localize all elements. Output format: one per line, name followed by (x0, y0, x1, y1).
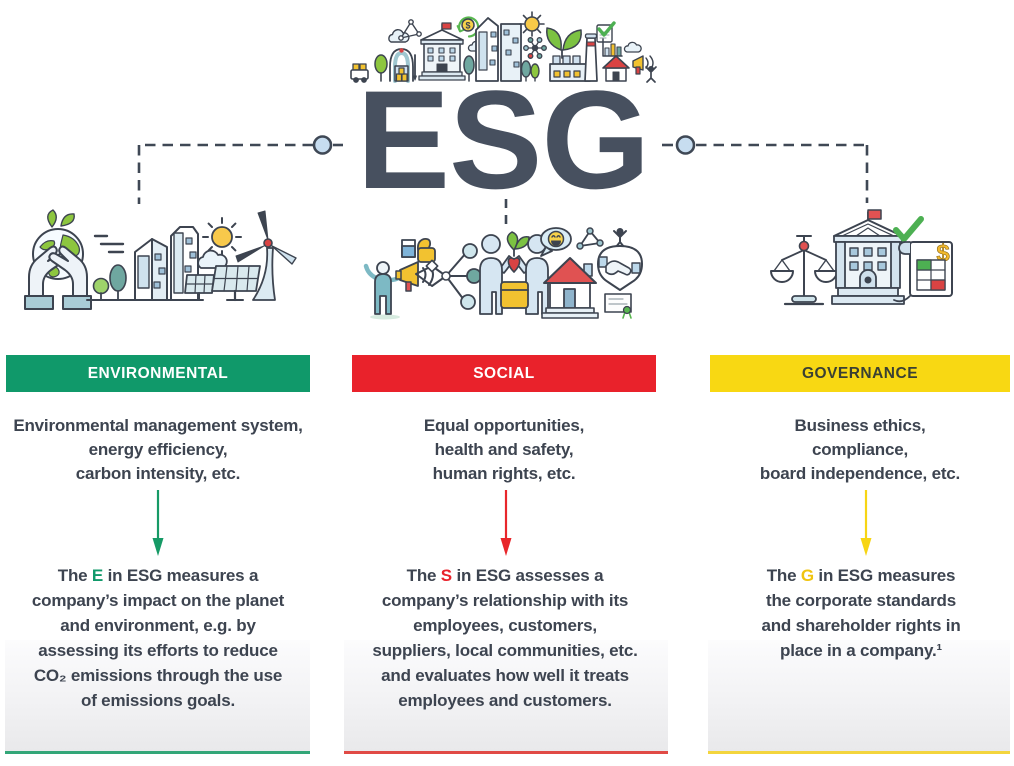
solar-panels-icon (184, 265, 261, 302)
description-body: in ESG assesses a company’s relationship… (372, 566, 638, 710)
cloud-icon (197, 249, 228, 269)
tree-icon (463, 55, 475, 82)
network-icon (415, 243, 482, 310)
triangle-network-icon (576, 227, 604, 250)
banner-governance-label: GOVERNANCE (801, 364, 919, 382)
summary-social: Equal opportunities, health and safety, … (423, 416, 585, 483)
trees-icon (520, 60, 540, 82)
highlight-letter-s: S (440, 566, 452, 585)
arrow-down-social-icon (498, 488, 514, 563)
description-box-social (344, 640, 668, 754)
checklist-icon (596, 21, 616, 43)
environmental-illustration (15, 206, 305, 312)
buildings-icon (130, 226, 204, 301)
skyscrapers-icon (475, 17, 522, 82)
scales-icon (770, 235, 838, 306)
financial-scroll-icon: $ (893, 240, 953, 303)
highlight-letter-e: E (91, 566, 104, 585)
svg-text:$: $ (465, 21, 470, 31)
banner-social: SOCIAL (352, 355, 656, 392)
description-governance: The G in ESG measures the corporate stan… (702, 563, 1014, 663)
cloud-icon (623, 41, 642, 53)
social-illustration (358, 226, 654, 330)
banner-environmental-label: ENVIRONMENTAL (87, 364, 229, 382)
governance-illustration: $ (752, 208, 970, 314)
page-title: ESG (356, 61, 651, 218)
warehouse-icon (389, 48, 414, 83)
highlight-letter-g: G (800, 566, 814, 585)
factory-icon (549, 33, 598, 82)
city-skyline-illustration: $ (345, 8, 660, 88)
description-environmental: The E in ESG measures a company’s impact… (0, 563, 316, 713)
trees-icon (86, 264, 134, 301)
description-body: in ESG measures a company’s impact on th… (31, 566, 285, 710)
banner-environmental: ENVIRONMENTAL (6, 355, 310, 392)
arrow-down-governance-icon (858, 488, 874, 563)
bank-icon (418, 22, 466, 81)
sprout-icon (546, 27, 582, 59)
handshake-icon (597, 228, 643, 291)
description-box-governance (708, 640, 1010, 754)
description-prefix: The (57, 566, 92, 585)
tree-icon (374, 54, 388, 82)
connector-dot-right (675, 135, 696, 155)
sun-icon (519, 11, 545, 37)
description-body: in ESG measures the corporate standards … (761, 566, 961, 660)
description-prefix: The (406, 566, 441, 585)
molecule-icon (398, 19, 422, 41)
house-icon (602, 55, 630, 82)
arrow-down-environmental-icon (150, 488, 166, 563)
bank-icon (831, 209, 905, 305)
banner-social-label: SOCIAL (473, 364, 535, 382)
molecule-icon (523, 37, 547, 59)
checkmark-icon (893, 216, 924, 242)
thumbs-up-icon (401, 237, 436, 263)
recycle-dollar-icon: $ (456, 16, 480, 38)
certificate-icon (604, 293, 632, 319)
smiley-bubble-icon (540, 227, 572, 257)
description-box-environmental (5, 640, 310, 754)
person-icon (645, 65, 657, 83)
connector-dot-left (312, 135, 333, 155)
megaphone-person-icon (363, 261, 434, 320)
cloud-icon (388, 29, 410, 43)
hands-holding-earth-icon (24, 209, 92, 310)
description-prefix: The (766, 566, 801, 585)
megaphone-icon (632, 55, 654, 75)
connector-lines (0, 130, 1014, 235)
people-sharing-plant-icon (479, 231, 549, 315)
summary-governance: Business ethics, compliance, board indep… (759, 416, 961, 483)
banner-governance: GOVERNANCE (710, 355, 1010, 392)
summary-environmental: Environmental management system, energy … (13, 416, 303, 483)
pen-icon (413, 54, 417, 81)
sun-icon (202, 217, 242, 257)
bar-chart-icon (602, 38, 623, 57)
truck-icon (350, 63, 369, 83)
house-icon (541, 257, 599, 319)
wind-turbine-icon (235, 210, 297, 301)
description-social: The S in ESG assesses a company’s relati… (340, 563, 670, 713)
speed-lines (93, 234, 125, 254)
